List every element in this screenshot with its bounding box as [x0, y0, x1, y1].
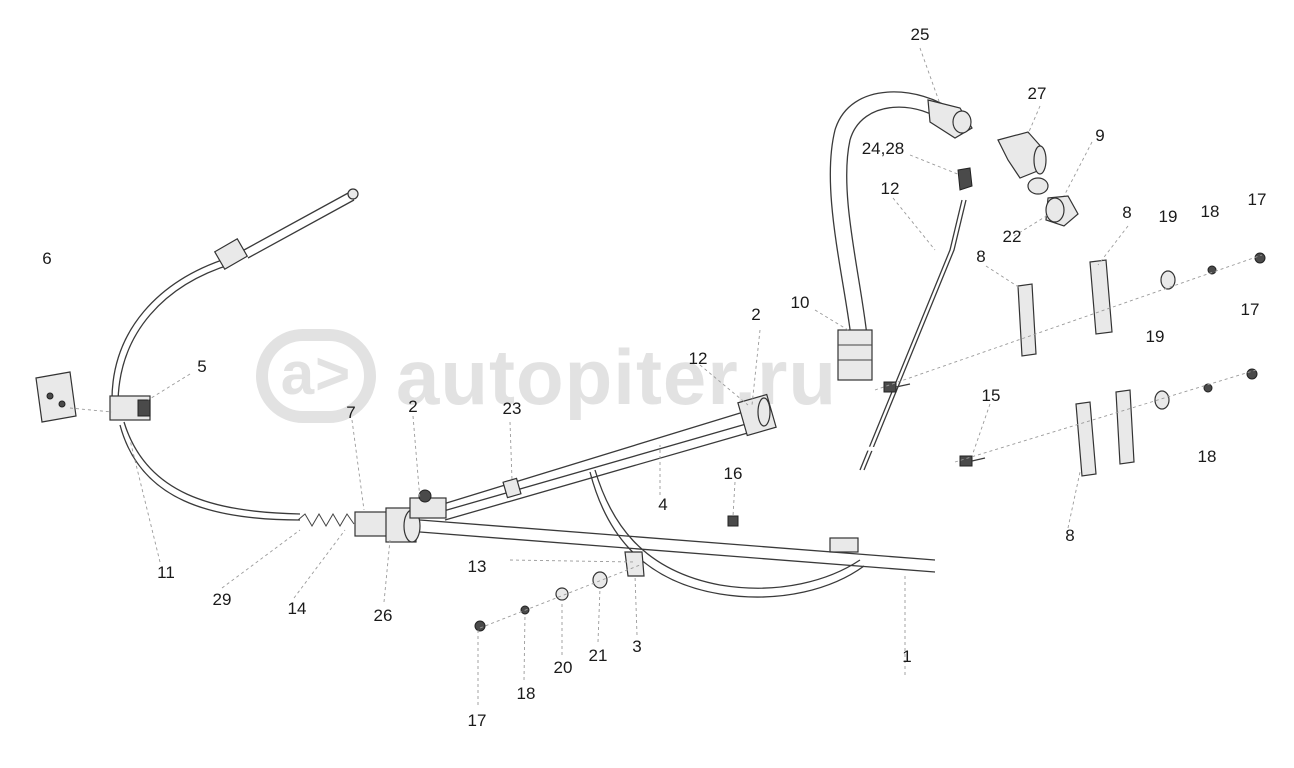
callout-18-b: 18	[1198, 447, 1217, 466]
cable-rod	[243, 191, 351, 251]
nut-17c	[474, 620, 486, 632]
watermark-logo-ring	[256, 329, 376, 423]
callout-8-a: 8	[1122, 203, 1131, 222]
washer-19b	[1154, 390, 1170, 410]
callout-12-top: 12	[881, 179, 900, 198]
callout-8-c: 8	[1065, 526, 1074, 545]
watermark-logo-glyph: a>	[281, 340, 351, 407]
bolt-16	[727, 515, 739, 527]
cable-nut	[213, 238, 249, 270]
hose-fitting-10	[837, 329, 873, 381]
lockwasher-18b	[1203, 383, 1213, 393]
callout-17-c: 17	[468, 711, 487, 730]
seal-ring-9	[1027, 177, 1049, 195]
callout-6: 6	[42, 249, 51, 268]
adapter-22	[1045, 195, 1079, 227]
spring-14	[297, 513, 355, 527]
clamp-plate-8b	[1089, 259, 1113, 335]
clamp-plate-8d	[1115, 389, 1135, 465]
callout-21: 21	[589, 646, 608, 665]
clamp-23	[502, 477, 522, 499]
callout-14: 14	[288, 599, 307, 618]
callout-labels: 1 2 2 3 4 5 6 7 8 8 8 9 10 11 12 12 13 1…	[42, 25, 1266, 730]
leader-lines	[69, 47, 1129, 705]
elbow-fitting-27	[997, 131, 1047, 179]
clamp-3	[624, 551, 645, 577]
callout-17-b: 17	[1241, 300, 1260, 319]
callout-19-b: 19	[1146, 327, 1165, 346]
callout-9: 9	[1095, 126, 1104, 145]
hose-25	[829, 91, 973, 381]
coil-1	[748, 446, 942, 574]
callout-3: 3	[632, 637, 641, 656]
callout-16: 16	[724, 464, 743, 483]
callout-1: 1	[902, 647, 911, 666]
junction-assembly	[354, 489, 447, 543]
pipe-4	[439, 419, 761, 513]
callout-26: 26	[374, 606, 393, 625]
plate-6	[35, 371, 77, 423]
clamp-plate-8a	[1017, 283, 1037, 357]
nut-17a	[1254, 252, 1266, 264]
bolt-15b	[959, 455, 986, 467]
callout-2-top: 2	[751, 305, 760, 324]
callout-10: 10	[791, 293, 810, 312]
lockwasher-18a	[1207, 265, 1217, 275]
probe-rod-12	[859, 199, 963, 471]
callout-4: 4	[658, 495, 667, 514]
callout-18-a: 18	[1201, 202, 1220, 221]
callout-24-28: 24,28	[862, 139, 905, 158]
callout-17-a: 17	[1248, 190, 1267, 209]
nut-17b	[1246, 368, 1258, 380]
watermark: a> autopiter.ru	[256, 329, 836, 423]
pipe-lower	[419, 519, 936, 561]
callout-18-c: 18	[517, 684, 536, 703]
callout-5: 5	[197, 357, 206, 376]
callout-27: 27	[1028, 84, 1047, 103]
cable-11	[119, 424, 301, 521]
callout-8-b: 8	[976, 247, 985, 266]
callout-12-mid: 12	[689, 349, 708, 368]
callout-7: 7	[346, 403, 355, 422]
callout-20: 20	[554, 658, 573, 677]
callout-22: 22	[1003, 227, 1022, 246]
callout-2-junction: 2	[408, 397, 417, 416]
washer-21	[592, 571, 608, 589]
fitting-24-28	[957, 167, 973, 191]
bolt-15a	[883, 381, 911, 393]
bracket-5	[109, 395, 151, 421]
washer-19a	[1160, 270, 1176, 290]
callout-15: 15	[982, 386, 1001, 405]
callout-13: 13	[468, 557, 487, 576]
callout-11: 11	[157, 563, 175, 582]
callout-29: 29	[213, 590, 232, 609]
callout-25: 25	[911, 25, 930, 44]
callout-19-a: 19	[1159, 207, 1178, 226]
callout-23: 23	[503, 399, 522, 418]
clamp-plate-8c	[1075, 401, 1097, 477]
